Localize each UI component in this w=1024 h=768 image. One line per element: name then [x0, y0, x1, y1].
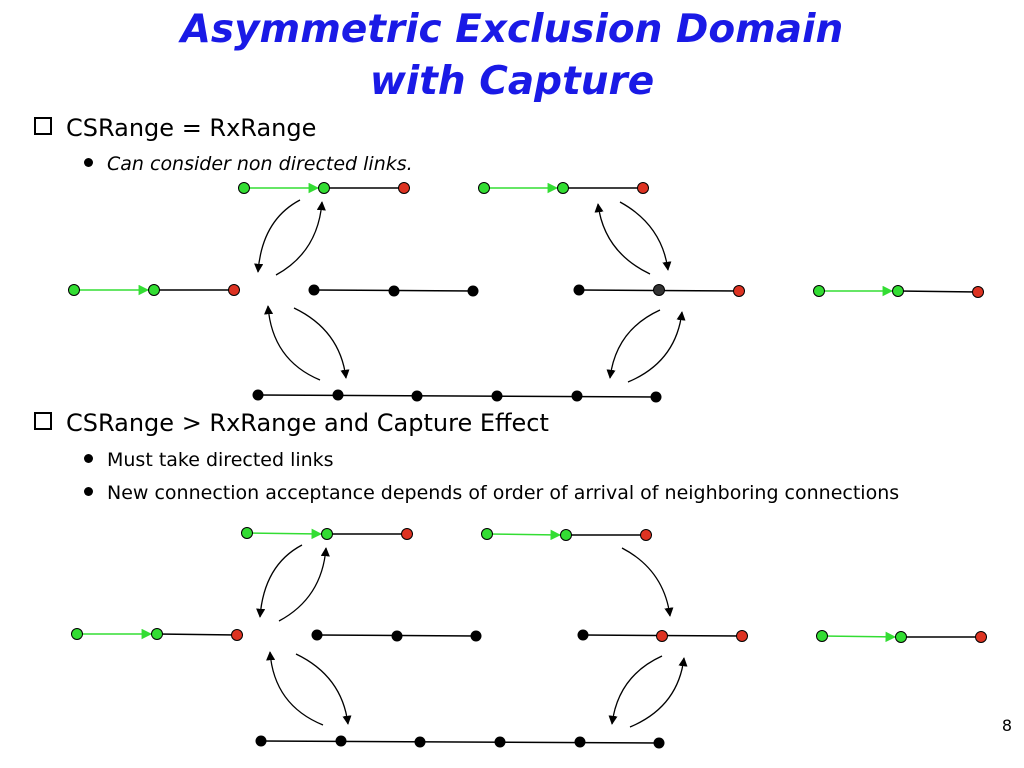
black-node: [467, 285, 479, 297]
red-node: [640, 529, 652, 541]
black-node: [414, 736, 426, 748]
black-node: [255, 735, 267, 747]
black-node: [491, 390, 503, 402]
black-node: [391, 630, 403, 642]
black-node: [494, 736, 506, 748]
interaction-arrow: [256, 544, 303, 618]
red-node: [231, 629, 243, 641]
section1-heading: CSRange = RxRange: [34, 114, 316, 142]
red-node: [398, 182, 410, 194]
black-node: [332, 389, 344, 401]
red-node: [401, 528, 413, 540]
interaction-arrow: [264, 305, 321, 381]
red-node: [637, 182, 649, 194]
title-line-2: with Capture: [369, 59, 655, 104]
round-bullet-icon: [84, 158, 93, 167]
black-node: [571, 390, 583, 402]
slide-title: Asymmetric Exclusion Domain with Capture: [0, 4, 1024, 108]
green-link: [246, 528, 323, 540]
interaction-arrow: [608, 655, 663, 725]
interaction-arrow: [621, 547, 674, 617]
round-bullet-icon: [84, 454, 93, 463]
square-bullet-icon: [34, 117, 52, 135]
interaction-arrow: [606, 309, 661, 379]
green-link: [821, 631, 897, 643]
black-node: [653, 737, 665, 749]
black-link: [260, 740, 660, 744]
green-node: [892, 285, 904, 297]
red-node: [972, 286, 984, 298]
black-node: [650, 391, 662, 403]
section2-point-2-text: New connection acceptance depends of ord…: [107, 482, 900, 504]
black-node: [308, 284, 320, 296]
page-number: 8: [1001, 716, 1012, 735]
red-node: [975, 631, 987, 643]
black-node: [411, 390, 423, 402]
black-node: [335, 735, 347, 747]
section2-heading: CSRange > RxRange and Capture Effect: [34, 409, 549, 437]
black-node: [470, 630, 482, 642]
diagram-non-directed: [68, 182, 984, 403]
interaction-arrow: [266, 651, 324, 726]
section1-point-1: Can consider non directed links.: [84, 153, 413, 175]
red-node: [228, 284, 240, 296]
green-node: [148, 284, 160, 296]
section2-point-2: New connection acceptance depends of ord…: [84, 482, 899, 504]
black-link: [156, 633, 238, 636]
green-node: [816, 630, 828, 642]
interaction-arrow: [629, 657, 688, 728]
section1-point-1-text: Can consider non directed links.: [107, 153, 413, 175]
black-node: [573, 284, 585, 296]
green-link: [486, 529, 562, 541]
green-node: [895, 631, 907, 643]
section1-heading-text: CSRange = RxRange: [66, 114, 317, 142]
green-node: [321, 528, 333, 540]
green-node: [68, 284, 80, 296]
green-node: [560, 529, 572, 541]
red-node: [733, 285, 745, 297]
black-node: [577, 629, 589, 641]
black-node: [653, 284, 665, 296]
red-node: [736, 630, 748, 642]
green-node: [318, 182, 330, 194]
red-node: [656, 630, 668, 642]
square-bullet-icon: [34, 412, 52, 430]
interaction-arrow: [293, 307, 350, 379]
interaction-arrow: [295, 653, 352, 725]
green-node: [71, 628, 83, 640]
interaction-arrow: [275, 201, 326, 276]
green-node: [813, 285, 825, 297]
green-node: [557, 182, 569, 194]
black-node: [388, 285, 400, 297]
green-node: [481, 528, 493, 540]
diagram-directed-capture: [71, 527, 987, 749]
interaction-arrow: [619, 201, 672, 271]
green-node: [478, 182, 490, 194]
black-node: [311, 629, 323, 641]
interaction-arrow: [594, 203, 651, 275]
green-node: [238, 182, 250, 194]
black-node: [574, 736, 586, 748]
black-link: [897, 290, 979, 293]
section2-point-1: Must take directed links: [84, 449, 334, 471]
green-node: [151, 628, 163, 640]
title-line-1: Asymmetric Exclusion Domain: [180, 7, 844, 52]
round-bullet-icon: [84, 487, 93, 496]
section2-point-1-text: Must take directed links: [107, 449, 334, 471]
interaction-arrow: [627, 311, 686, 383]
black-node: [252, 389, 264, 401]
black-link: [257, 394, 657, 398]
green-node: [241, 527, 253, 539]
interaction-arrow: [254, 199, 301, 273]
interaction-arrow: [278, 547, 330, 622]
section2-heading-text: CSRange > RxRange and Capture Effect: [66, 409, 549, 437]
